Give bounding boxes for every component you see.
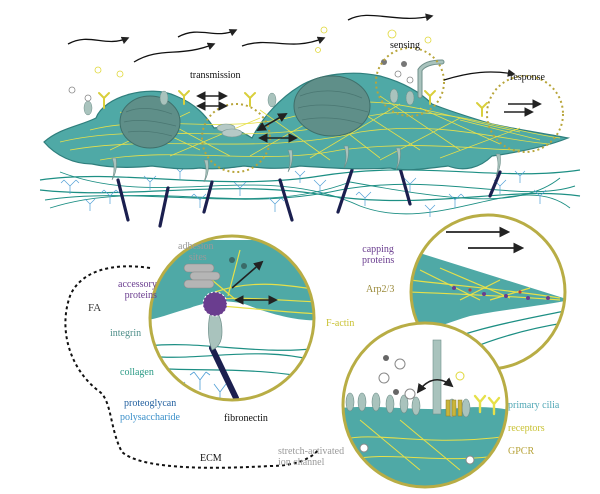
fibronectin-label: fibronectin [224, 413, 268, 424]
fa-label: FA [88, 302, 102, 314]
wavy-flow-arrow-icon [241, 36, 326, 47]
receptors-label: receptors [508, 423, 545, 434]
arp23-label: Arp2/3 [366, 284, 395, 295]
receptor-y-icon [476, 102, 488, 117]
receptor-y-icon [424, 90, 436, 105]
polysaccharide-label: polysaccharide [120, 412, 180, 423]
receptor-y-icon [244, 92, 256, 107]
wavy-flow-arrow-icon [67, 36, 130, 45]
sensing-zoom [341, 321, 509, 489]
cell-body [43, 59, 571, 183]
wavy-flow-arrow-icon [133, 42, 216, 63]
response-arrow [443, 69, 516, 81]
ecm-network-top [39, 166, 581, 228]
wavy-flow-arrow-icon [177, 29, 238, 38]
sensing-label: sensing [390, 40, 420, 51]
accessory-proteins-label: accessory proteins [118, 279, 157, 301]
adhesion-sites-label: adhesion sites [178, 241, 214, 263]
ecm-label: ECM [200, 453, 222, 464]
wavy-flow-arrow-icon [347, 13, 434, 22]
nucleus-right [293, 75, 371, 137]
f-actin-label: F-actin [326, 318, 355, 329]
response-label: response [510, 72, 545, 83]
gpcr-label: GPCR [508, 446, 535, 457]
ecm-dashed-outline [64, 265, 319, 469]
transmission-label: transmission [190, 70, 241, 81]
nucleus-left [119, 95, 181, 149]
double-arrow-icon [196, 91, 542, 143]
signal-molecules [68, 26, 432, 102]
primary-cilia-label: primary cilia [508, 400, 560, 411]
focal-adhesion-zoom [148, 234, 316, 402]
flow-arrows [67, 13, 434, 63]
receptor-y-icon [178, 90, 190, 105]
collagen-label: collagen [120, 367, 154, 378]
proteoglycan-label: proteoglycan [124, 398, 177, 409]
stretch-activated-ion-channel-label: stretch-activated ion channel [278, 446, 345, 468]
receptor-y-icon [98, 92, 110, 109]
integrin-label: integrin [110, 328, 142, 339]
capping-proteins-label: capping proteins [362, 244, 395, 266]
